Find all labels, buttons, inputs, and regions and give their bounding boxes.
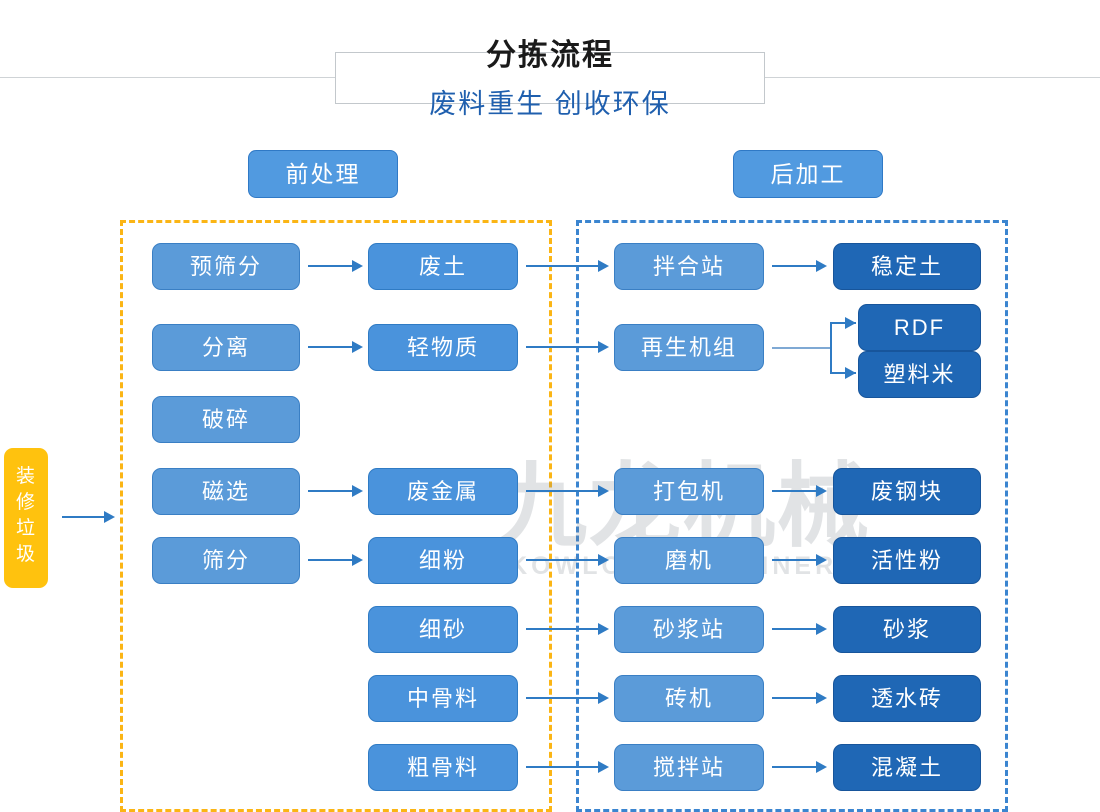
node-plastic-pellets[interactable]: 塑料米: [858, 351, 981, 398]
node-active-powder[interactable]: 活性粉: [833, 537, 981, 584]
arrowhead-r6-c2-c3: [598, 623, 609, 635]
node-stabilized-soil[interactable]: 稳定土: [833, 243, 981, 290]
feed-char-1: 装: [15, 466, 36, 487]
connector-r5-c2-c3: [526, 559, 600, 561]
feed-char-3: 垃: [15, 518, 36, 539]
arrowhead-feed-to-preprocessing: [104, 511, 115, 523]
arrowhead-r2-c1-c2: [352, 341, 363, 353]
node-recycling-unit[interactable]: 再生机组: [614, 324, 764, 371]
arrowhead-branch-to-rdf: [845, 317, 856, 329]
node-fine-powder[interactable]: 细粉: [368, 537, 518, 584]
page-subtitle: 废料重生 创收环保: [429, 89, 671, 119]
connector-r6-c3-c4: [772, 628, 818, 630]
node-coarse-aggregate[interactable]: 粗骨料: [368, 744, 518, 791]
connector-r7-c2-c3: [526, 697, 600, 699]
connector-r4-c3-c4: [772, 490, 818, 492]
node-fine-sand[interactable]: 细砂: [368, 606, 518, 653]
page-title: 分拣流程: [486, 39, 614, 72]
input-node-renovation-waste[interactable]: 装 修 垃 圾: [4, 448, 48, 588]
node-mixing-station[interactable]: 拌合站: [614, 243, 764, 290]
arrowhead-r4-c1-c2: [352, 485, 363, 497]
arrowhead-r5-c2-c3: [598, 554, 609, 566]
connector-r5-c1-c2: [308, 559, 354, 561]
arrowhead-r1-c1-c2: [352, 260, 363, 272]
arrowhead-r1-c3-c4: [816, 260, 827, 272]
node-grinding-mill[interactable]: 磨机: [614, 537, 764, 584]
arrowhead-r4-c3-c4: [816, 485, 827, 497]
node-separation[interactable]: 分离: [152, 324, 300, 371]
node-pre-screening[interactable]: 预筛分: [152, 243, 300, 290]
node-rdf[interactable]: RDF: [858, 304, 981, 351]
arrowhead-r7-c2-c3: [598, 692, 609, 704]
node-mortar[interactable]: 砂浆: [833, 606, 981, 653]
group-frame-postprocessing: [576, 220, 1008, 812]
connector-branch-stem: [772, 347, 832, 349]
connector-branch-to-plastic: [830, 372, 856, 374]
arrowhead-r5-c1-c2: [352, 554, 363, 566]
arrowhead-r6-c3-c4: [816, 623, 827, 635]
stage-label-preprocessing[interactable]: 前处理: [248, 150, 398, 198]
connector-r5-c3-c4: [772, 559, 818, 561]
node-permeable-brick[interactable]: 透水砖: [833, 675, 981, 722]
node-concrete[interactable]: 混凝土: [833, 744, 981, 791]
feed-char-2: 修: [15, 492, 36, 513]
arrowhead-r5-c3-c4: [816, 554, 827, 566]
arrowhead-branch-to-plastic: [845, 367, 856, 379]
node-scrap-steel-block[interactable]: 废钢块: [833, 468, 981, 515]
node-light-material[interactable]: 轻物质: [368, 324, 518, 371]
node-crushing[interactable]: 破碎: [152, 396, 300, 443]
node-scrap-metal[interactable]: 废金属: [368, 468, 518, 515]
connector-r8-c3-c4: [772, 766, 818, 768]
arrowhead-r8-c2-c3: [598, 761, 609, 773]
node-medium-aggregate[interactable]: 中骨料: [368, 675, 518, 722]
connector-r1-c3-c4: [772, 265, 818, 267]
connector-branch-to-rdf: [830, 322, 856, 324]
arrowhead-r2-c2-c3: [598, 341, 609, 353]
arrowhead-r7-c3-c4: [816, 692, 827, 704]
connector-r1-c1-c2: [308, 265, 354, 267]
node-waste-soil[interactable]: 废土: [368, 243, 518, 290]
node-mortar-station[interactable]: 砂浆站: [614, 606, 764, 653]
connector-feed-to-preprocessing: [62, 516, 106, 518]
node-brick-machine[interactable]: 砖机: [614, 675, 764, 722]
header-frame: [335, 52, 765, 104]
connector-r8-c2-c3: [526, 766, 600, 768]
connector-r4-c2-c3: [526, 490, 600, 492]
node-concrete-batching-station[interactable]: 搅拌站: [614, 744, 764, 791]
connector-r2-c1-c2: [308, 346, 354, 348]
arrowhead-r4-c2-c3: [598, 485, 609, 497]
connector-r6-c2-c3: [526, 628, 600, 630]
node-baler[interactable]: 打包机: [614, 468, 764, 515]
stage-label-postprocessing[interactable]: 后加工: [733, 150, 883, 198]
node-magnetic-separation[interactable]: 磁选: [152, 468, 300, 515]
group-frame-preprocessing: [120, 220, 552, 812]
arrowhead-r1-c2-c3: [598, 260, 609, 272]
connector-r7-c3-c4: [772, 697, 818, 699]
feed-char-4: 圾: [15, 544, 36, 565]
connector-r4-c1-c2: [308, 490, 354, 492]
connector-r2-c2-c3: [526, 346, 600, 348]
node-screening[interactable]: 筛分: [152, 537, 300, 584]
connector-branch-vertical: [830, 323, 832, 373]
arrowhead-r8-c3-c4: [816, 761, 827, 773]
connector-r1-c2-c3: [526, 265, 600, 267]
